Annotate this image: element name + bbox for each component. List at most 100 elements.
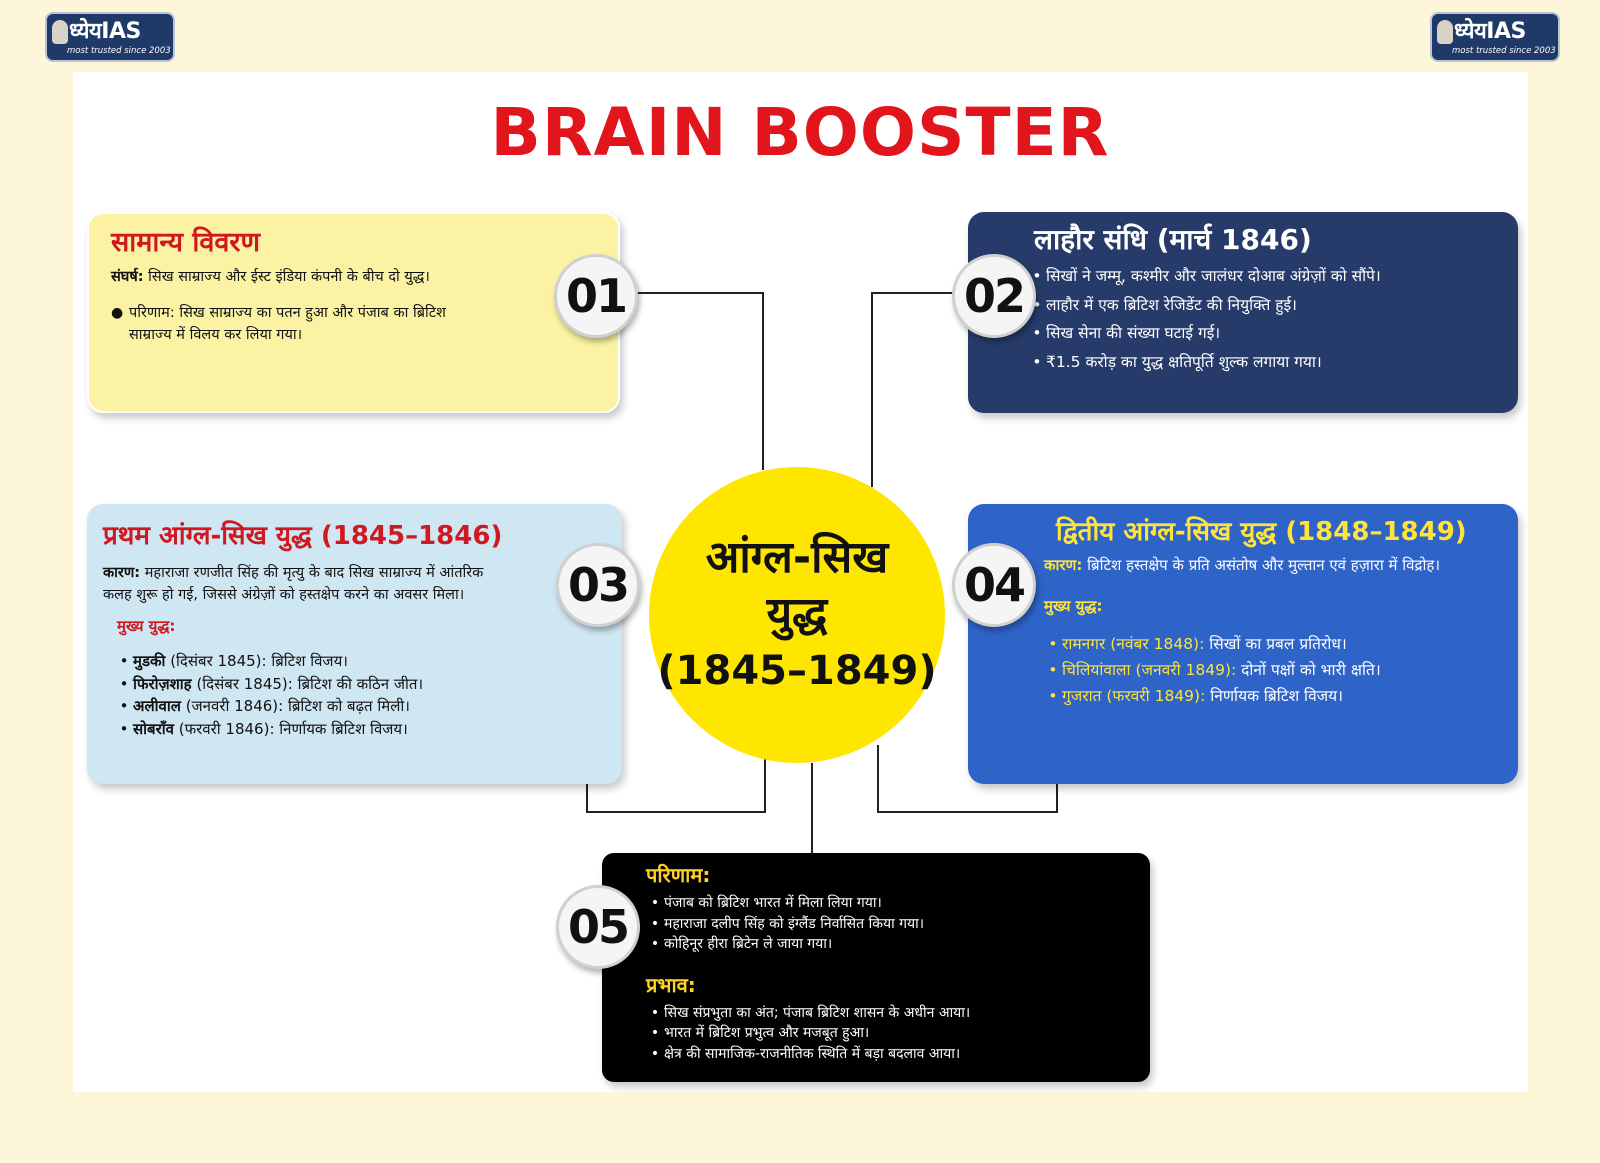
section-second-anglo-sikh-war: द्वितीय आंग्ल-सिख युद्ध (1848–1849) कारण… — [968, 504, 1518, 784]
battle-detail: (दिसंबर 1845): ब्रिटिश की कठिन जीत। — [196, 674, 424, 693]
section-number-02: 02 — [952, 254, 1036, 338]
bullet-icon: • — [650, 1045, 660, 1062]
list-item: •₹1.5 करोड़ का युद्ध क्षतिपूर्ति शुल्क ल… — [1028, 348, 1502, 377]
list-item: •सोबराँव (फरवरी 1846): निर्णायक ब्रिटिश … — [115, 718, 606, 741]
list-item: •अलीवाल (जनवरी 1846): ब्रिटिश को बढ़त मि… — [115, 695, 606, 718]
results-list: •पंजाब को ब्रिटिश भारत में मिला लिया गया… — [646, 893, 1136, 955]
section-lahore-treaty: लाहौर संधि (मार्च 1846) •सिखों ने जम्मू,… — [968, 212, 1518, 413]
result-bullet: ● परिणाम: सिख साम्राज्य का पतन हुआ और पं… — [111, 302, 598, 346]
list-item-text: क्षेत्र की सामाजिक-राजनीतिक स्थिति में ब… — [664, 1045, 961, 1062]
cause-label: कारण: — [1044, 556, 1083, 574]
brand-name: ध्येयIAS — [69, 19, 141, 44]
battle-detail: सिखों का प्रबल प्रतिरोध। — [1209, 635, 1347, 653]
bullet-icon: • — [119, 652, 129, 670]
founder-portrait-icon — [1437, 20, 1453, 44]
brand-tagline: most trusted since 2003 — [1452, 46, 1556, 56]
list-item: •गुजरात (फरवरी 1849): निर्णायक ब्रिटिश व… — [1044, 683, 1502, 709]
list-item-text: सिखों ने जम्मू, कश्मीर और जालंधर दोआब अं… — [1046, 267, 1381, 285]
bullet-icon: • — [1048, 635, 1058, 653]
section-heading: प्रथम आंग्ल-सिख युद्ध (1845–1846) — [103, 521, 503, 551]
bullet-icon: • — [1032, 267, 1042, 285]
list-item: •सिख सेना की संख्या घटाई गई। — [1028, 319, 1502, 348]
bullet-icon: • — [1032, 295, 1042, 314]
conflict-text: संघर्ष: सिख साम्राज्य और ईस्ट इंडिया कंप… — [111, 266, 598, 288]
treaty-terms-list: •सिखों ने जम्मू, कश्मीर और जालंधर दोआब अ… — [1028, 262, 1502, 376]
list-item-text: सिख संप्रभुता का अंत; पंजाब ब्रिटिश शासन… — [664, 1004, 971, 1021]
battle-detail: निर्णायक ब्रिटिश विजय। — [1210, 687, 1344, 705]
bullet-icon: • — [650, 1004, 660, 1021]
bullet-icon: • — [650, 1025, 660, 1041]
battle-detail: (दिसंबर 1845): ब्रिटिश विजय। — [170, 652, 348, 670]
battle-name: सोबराँव — [133, 719, 174, 738]
battle-detail: (जनवरी 1846): ब्रिटिश को बढ़त मिली। — [185, 697, 410, 715]
central-topic-line2: युद्ध — [766, 588, 828, 639]
section-general-overview: सामान्य विवरण संघर्ष: सिख साम्राज्य और ई… — [87, 212, 620, 413]
page-title: BRAIN BOOSTER — [490, 94, 1110, 171]
list-item: •लाहौर में एक ब्रिटिश रेजिडेंट की नियुक्… — [1028, 291, 1502, 320]
list-item: •कोहिनूर हीरा ब्रिटेन ले जाया गया। — [646, 934, 1136, 955]
bullet-icon: • — [1048, 687, 1058, 705]
battle-name: रामनगर (नवंबर 1848): — [1062, 635, 1205, 653]
list-item-text: पंजाब को ब्रिटिश भारत में मिला लिया गया। — [664, 895, 882, 911]
battles-label: मुख्य युद्ध: — [1044, 597, 1103, 615]
battles-list: •मुडकी (दिसंबर 1845): ब्रिटिश विजय। •फिर… — [115, 650, 606, 740]
section-first-anglo-sikh-war: प्रथम आंग्ल-सिख युद्ध (1845–1846) कारण: … — [87, 504, 622, 784]
section-results-impact: परिणाम: •पंजाब को ब्रिटिश भारत में मिला … — [602, 853, 1150, 1082]
section-number-01: 01 — [554, 254, 638, 338]
section-heading: द्वितीय आंग्ल-सिख युद्ध (1848–1849) — [1056, 517, 1467, 547]
bullet-icon: • — [119, 674, 129, 693]
list-item: •क्षेत्र की सामाजिक-राजनीतिक स्थिति में … — [646, 1044, 1136, 1065]
list-item: •सिखों ने जम्मू, कश्मीर और जालंधर दोआब अ… — [1028, 262, 1502, 291]
battle-detail: (फरवरी 1846): निर्णायक ब्रिटिश विजय। — [178, 719, 408, 738]
list-item: •चिलियांवाला (जनवरी 1849): दोनों पक्षों … — [1044, 657, 1502, 683]
bullet-icon: • — [119, 697, 129, 715]
list-item: •पंजाब को ब्रिटिश भारत में मिला लिया गया… — [646, 893, 1136, 914]
list-item: •सिख संप्रभुता का अंत; पंजाब ब्रिटिश शास… — [646, 1003, 1136, 1024]
list-item-text: कोहिनूर हीरा ब्रिटेन ले जाया गया। — [664, 936, 833, 952]
result-text: परिणाम: सिख साम्राज्य का पतन हुआ और पंजा… — [129, 305, 446, 343]
cause-text: कारण: महाराजा रणजीत सिंह की मृत्यु के बा… — [103, 562, 606, 606]
list-item-text: भारत में ब्रिटिश प्रभुत्व और मजबूत हुआ। — [664, 1025, 870, 1041]
bullet-icon: • — [650, 936, 660, 952]
cause-label: कारण: — [103, 565, 141, 581]
list-item: •रामनगर (नवंबर 1848): सिखों का प्रबल प्र… — [1044, 631, 1502, 657]
cause-description: महाराजा रणजीत सिंह की मृत्यु के बाद सिख … — [103, 565, 484, 603]
battle-name: चिलियांवाला (जनवरी 1849): — [1062, 661, 1237, 679]
conflict-description: सिख साम्राज्य और ईस्ट इंडिया कंपनी के बी… — [148, 269, 430, 285]
central-topic-circle: आंग्ल-सिख युद्ध (1845–1849) — [649, 467, 945, 763]
list-item-text: लाहौर में एक ब्रिटिश रेजिडेंट की नियुक्त… — [1046, 295, 1297, 314]
section-heading: सामान्य विवरण — [111, 227, 260, 258]
results-heading: परिणाम: — [646, 863, 711, 887]
list-item: •फिरोज़शाह (दिसंबर 1845): ब्रिटिश की कठि… — [115, 673, 606, 696]
founder-portrait-icon — [52, 20, 68, 44]
battle-name: अलीवाल — [133, 697, 181, 715]
battle-name: मुडकी — [133, 652, 166, 670]
conflict-label: संघर्ष: — [111, 269, 144, 285]
battles-list: •रामनगर (नवंबर 1848): सिखों का प्रबल प्र… — [1044, 631, 1502, 709]
list-item: •मुडकी (दिसंबर 1845): ब्रिटिश विजय। — [115, 650, 606, 673]
section-heading: लाहौर संधि (मार्च 1846) — [1034, 223, 1312, 256]
battle-name: गुजरात (फरवरी 1849): — [1062, 687, 1206, 705]
cause-description: ब्रिटिश हस्तक्षेप के प्रति असंतोष और मुल… — [1087, 556, 1440, 574]
central-topic-years: (1845–1849) — [657, 648, 937, 694]
bullet-icon: • — [1032, 352, 1042, 371]
bullet-icon: • — [1032, 324, 1042, 342]
section-number-05: 05 — [556, 885, 640, 969]
bullet-icon: • — [1048, 661, 1058, 679]
impact-heading: प्रभाव: — [646, 972, 696, 997]
section-number-04: 04 — [952, 543, 1036, 627]
list-item-text: ₹1.5 करोड़ का युद्ध क्षतिपूर्ति शुल्क लग… — [1046, 352, 1322, 371]
impact-list: •सिख संप्रभुता का अंत; पंजाब ब्रिटिश शास… — [646, 1003, 1136, 1065]
central-topic-line1: आंग्ल-सिख — [705, 532, 889, 583]
list-item: •भारत में ब्रिटिश प्रभुत्व और मजबूत हुआ। — [646, 1023, 1136, 1044]
brand-tagline: most trusted since 2003 — [67, 46, 171, 56]
brand-name: ध्येयIAS — [1454, 19, 1526, 44]
brand-logo-left[interactable]: ध्येयIAS most trusted since 2003 — [45, 12, 175, 62]
bullet-icon: • — [119, 719, 129, 738]
bullet-icon: • — [650, 895, 660, 911]
bullet-icon: ● — [111, 305, 124, 321]
brand-logo-right[interactable]: ध्येयIAS most trusted since 2003 — [1430, 12, 1560, 62]
list-item-text: महाराजा दलीप सिंह को इंग्लैंड निर्वासित … — [664, 915, 925, 932]
bullet-icon: • — [650, 915, 660, 932]
list-item-text: सिख सेना की संख्या घटाई गई। — [1046, 324, 1221, 342]
